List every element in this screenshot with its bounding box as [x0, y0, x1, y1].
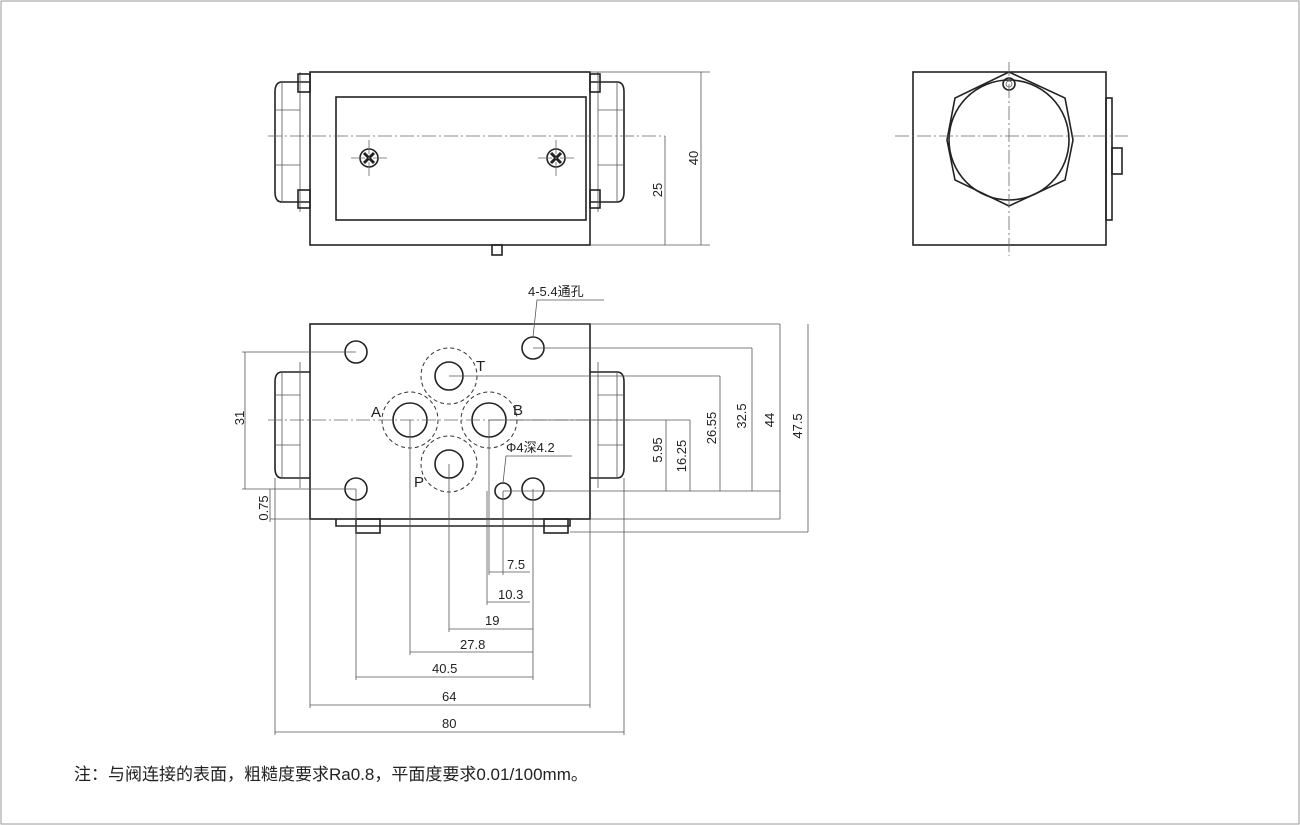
- port-view: T A B P 4-5.4通孔 Φ4深4.2 31 0.75 5.95 16.2…: [232, 284, 809, 735]
- dim-16-25: 16.25: [674, 440, 689, 473]
- dim-25: 25: [650, 183, 665, 197]
- dim-26-55: 26.55: [704, 412, 719, 445]
- dim-40-5: 40.5: [432, 661, 457, 676]
- dim-44: 44: [762, 413, 777, 427]
- dim-10-3: 10.3: [498, 587, 523, 602]
- dim-80: 80: [442, 716, 456, 731]
- callout-through-holes: 4-5.4通孔: [528, 284, 584, 299]
- dim-40: 40: [686, 151, 701, 165]
- dim-5-95: 5.95: [650, 437, 665, 462]
- surface-note: 注：与阀连接的表面，粗糙度要求Ra0.8，平面度要求0.01/100mm。: [74, 765, 588, 784]
- port-label-p: P: [414, 474, 424, 491]
- front-view: 25 40: [268, 71, 710, 256]
- dim-47-5: 47.5: [790, 413, 805, 438]
- port-label-t: T: [476, 358, 485, 375]
- dim-32-5: 32.5: [734, 403, 749, 428]
- side-view: [895, 62, 1128, 256]
- dim-27-8: 27.8: [460, 637, 485, 652]
- dim-31: 31: [232, 411, 247, 425]
- callout-pin-hole: Φ4深4.2: [506, 440, 555, 455]
- port-label-a: A: [371, 404, 381, 421]
- port-label-b: B: [513, 402, 523, 419]
- dim-19: 19: [485, 613, 499, 628]
- dim-7-5: 7.5: [507, 557, 525, 572]
- dim-0-75: 0.75: [256, 495, 271, 520]
- dim-64: 64: [442, 689, 456, 704]
